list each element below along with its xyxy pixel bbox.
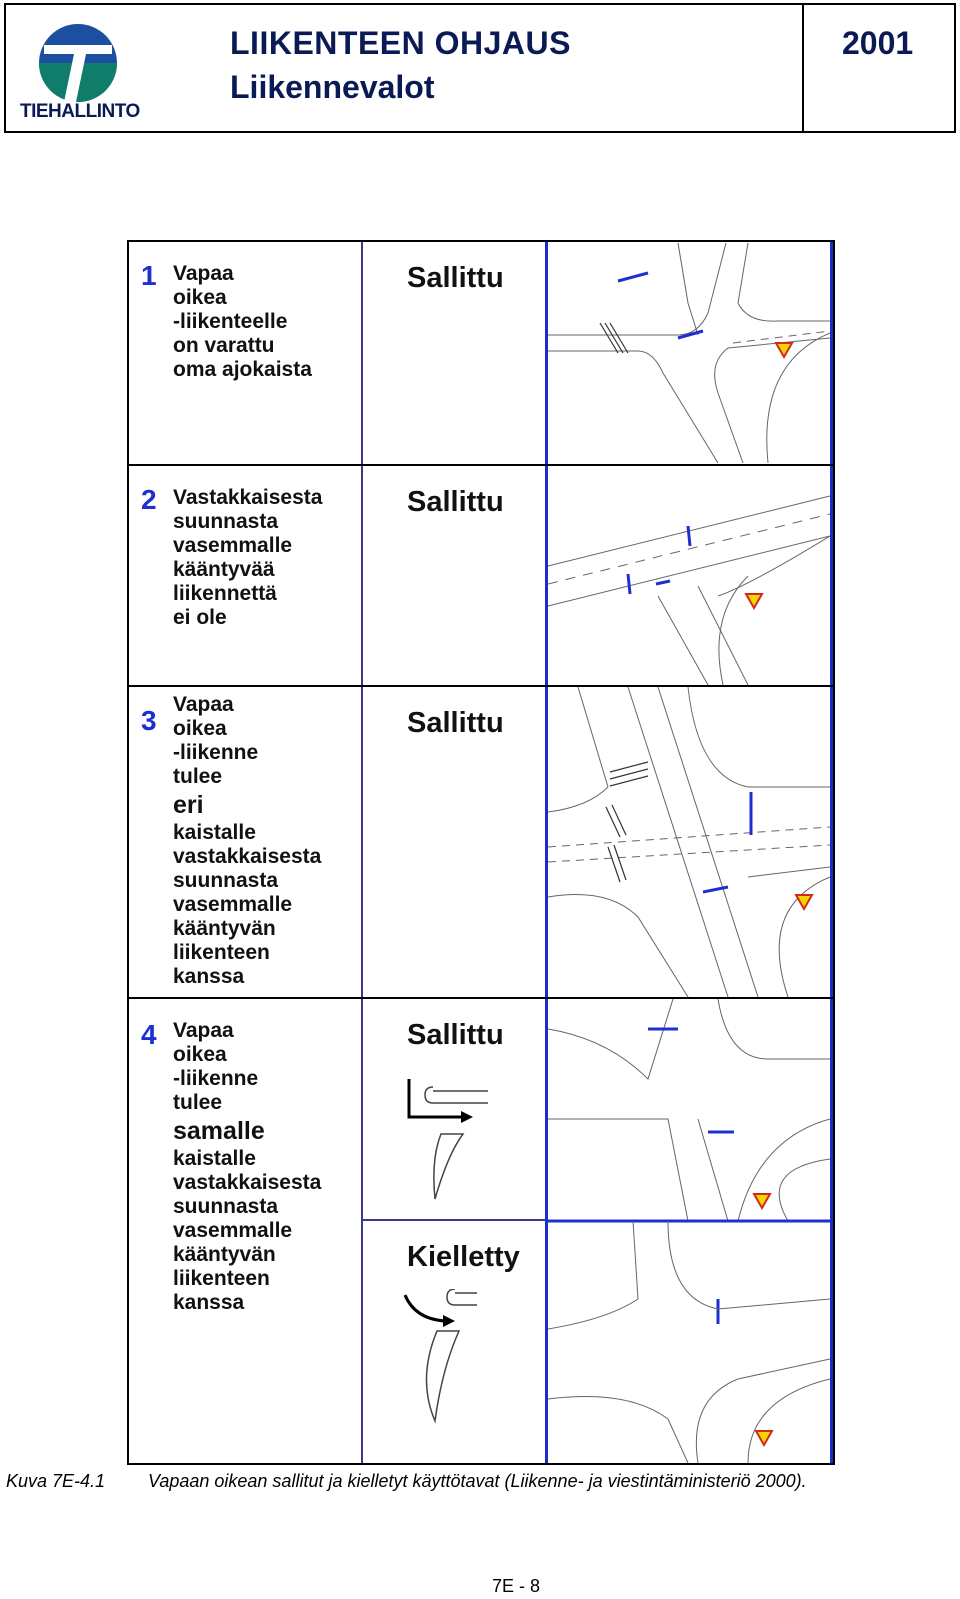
- row-4-status: Sallittu Kielletty: [361, 999, 545, 1463]
- intersection-diagram: [548, 687, 830, 997]
- page-number: 7E - 8: [492, 1576, 540, 1597]
- row-3-status: Sallittu: [361, 687, 545, 997]
- intersection-diagram: [548, 999, 830, 1463]
- logo-text: TIEHALLINTO: [20, 101, 140, 123]
- page-title: LIIKENTEEN OHJAUS: [230, 25, 571, 62]
- row-1-status: Sallittu: [361, 242, 545, 464]
- row-2-status: Sallittu: [361, 466, 545, 685]
- row-number: 3: [141, 705, 157, 737]
- allowed-turn-icon: [403, 1079, 503, 1209]
- status-label-allowed: Sallittu: [407, 1019, 504, 1052]
- tiehallinto-logo-icon: [6, 5, 216, 105]
- row-4-forbidden: Kielletty: [363, 1221, 545, 1465]
- forbidden-turn-icon: [397, 1289, 507, 1429]
- status-label-forbidden: Kielletty: [407, 1241, 520, 1274]
- row-number: 2: [141, 484, 157, 516]
- status-label: Sallittu: [407, 486, 504, 519]
- row-1-diagram: [545, 242, 833, 464]
- intersection-diagram: [548, 466, 830, 685]
- logo-cell: TIEHALLINTO: [6, 5, 216, 131]
- row-4-allowed: Sallittu: [363, 999, 545, 1221]
- title-cell: LIIKENTEEN OHJAUS Liikennevalot: [216, 5, 806, 131]
- year-cell: 2001: [802, 5, 954, 131]
- row-number: 4: [141, 1019, 157, 1051]
- row-number: 1: [141, 260, 157, 292]
- year: 2001: [842, 25, 913, 62]
- page-header: TIEHALLINTO LIIKENTEEN OHJAUS Liikenneva…: [4, 3, 956, 133]
- intersection-diagram: [548, 242, 830, 464]
- row-2-diagram: [545, 466, 833, 685]
- row-4-diagrams: [545, 999, 833, 1463]
- caption-text: Vapaan oikean sallitut ja kielletyt käyt…: [148, 1471, 807, 1491]
- caption-label: Kuva 7E-4.1: [6, 1471, 148, 1492]
- status-label: Sallittu: [407, 707, 504, 740]
- status-label: Sallittu: [407, 262, 504, 295]
- page-subtitle: Liikennevalot: [230, 69, 435, 106]
- row-3-diagram: [545, 687, 833, 997]
